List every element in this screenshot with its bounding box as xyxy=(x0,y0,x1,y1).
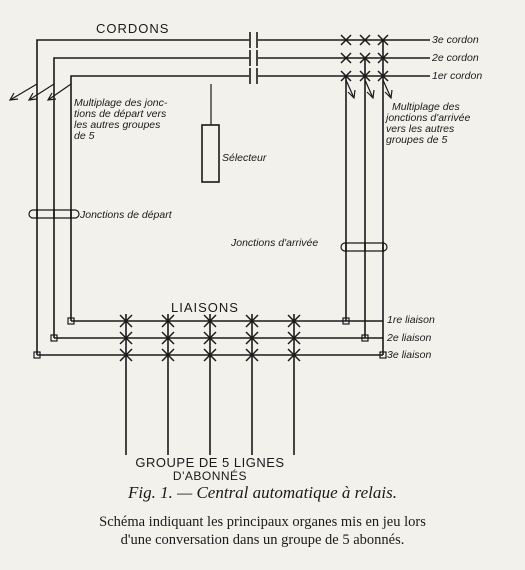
figure-description: Schéma indiquant les principaux organes … xyxy=(0,513,525,549)
jonctions-arrivee-label: Jonctions d'arrivée xyxy=(230,237,318,249)
selecteur-box xyxy=(201,124,220,183)
jonctions-arrivee-marker xyxy=(340,242,388,252)
svg-text:tions de départ vers: tions de départ vers xyxy=(74,108,167,120)
selecteur-label: Sélecteur xyxy=(222,152,267,164)
svg-text:les autres groupes: les autres groupes xyxy=(74,119,161,131)
cordon-crosses xyxy=(340,34,389,82)
liaison-crosses xyxy=(119,314,301,362)
loop-inner-left xyxy=(70,75,430,321)
liaisons-label: LIAISONS xyxy=(171,300,239,315)
cordon-2-label: 2e cordon xyxy=(431,52,479,64)
multiplage-depart-label: Multiplage des jonc- tions de départ ver… xyxy=(74,97,168,142)
figure-description-line2: d'une conversation dans un groupe de 5 a… xyxy=(120,532,405,548)
relay-exchange-diagram: CORDONS 3e cordon 2e cordon 1er cordon M… xyxy=(8,21,482,480)
capacitor-cordon-1 xyxy=(249,68,258,84)
liaison-2-label: 2e liaison xyxy=(386,332,432,344)
cordon-1-label: 1er cordon xyxy=(432,70,482,82)
multiplage-arrivee-label: Multiplage des jonctions d'arrivée vers … xyxy=(384,101,470,146)
svg-text:Multiplage des: Multiplage des xyxy=(392,101,460,113)
svg-text:vers les autres: vers les autres xyxy=(386,123,455,135)
loop-middle-left xyxy=(53,57,430,338)
loop-outer-left xyxy=(36,39,430,355)
capacitor-cordon-3 xyxy=(249,32,258,48)
terminal-square xyxy=(33,351,41,359)
terminal-square xyxy=(67,317,75,325)
terminal-square xyxy=(50,334,58,342)
svg-text:Multiplage des jonc-: Multiplage des jonc- xyxy=(74,97,168,109)
jonctions-depart-label: Jonctions de départ xyxy=(79,209,173,221)
liaison-1-label: 1re liaison xyxy=(387,314,435,326)
groupe-label-line2: D'ABONNÉS xyxy=(173,468,247,480)
groupe-label-line1: GROUPE DE 5 LIGNES xyxy=(135,455,284,470)
figure-description-line1: Schéma indiquant les principaux organes … xyxy=(99,514,426,530)
figure-title: Fig. 1. — Central automatique à relais. xyxy=(127,483,397,502)
multiplage-depart-arrows xyxy=(8,83,72,101)
svg-text:groupes de 5: groupes de 5 xyxy=(386,134,447,146)
terminal-square xyxy=(342,317,350,325)
cordon-3-label: 3e cordon xyxy=(432,34,479,46)
svg-text:jonctions d'arrivée: jonctions d'arrivée xyxy=(384,112,470,124)
subscriber-lines xyxy=(125,314,295,455)
terminal-square xyxy=(379,351,387,359)
liaison-3-label: 3e liaison xyxy=(387,349,432,361)
terminal-square xyxy=(361,334,369,342)
cordons-label: CORDONS xyxy=(96,21,169,36)
capacitor-cordon-2 xyxy=(249,50,258,66)
svg-text:de 5: de 5 xyxy=(74,130,95,142)
multiplage-arrivee-arrows xyxy=(345,79,393,100)
